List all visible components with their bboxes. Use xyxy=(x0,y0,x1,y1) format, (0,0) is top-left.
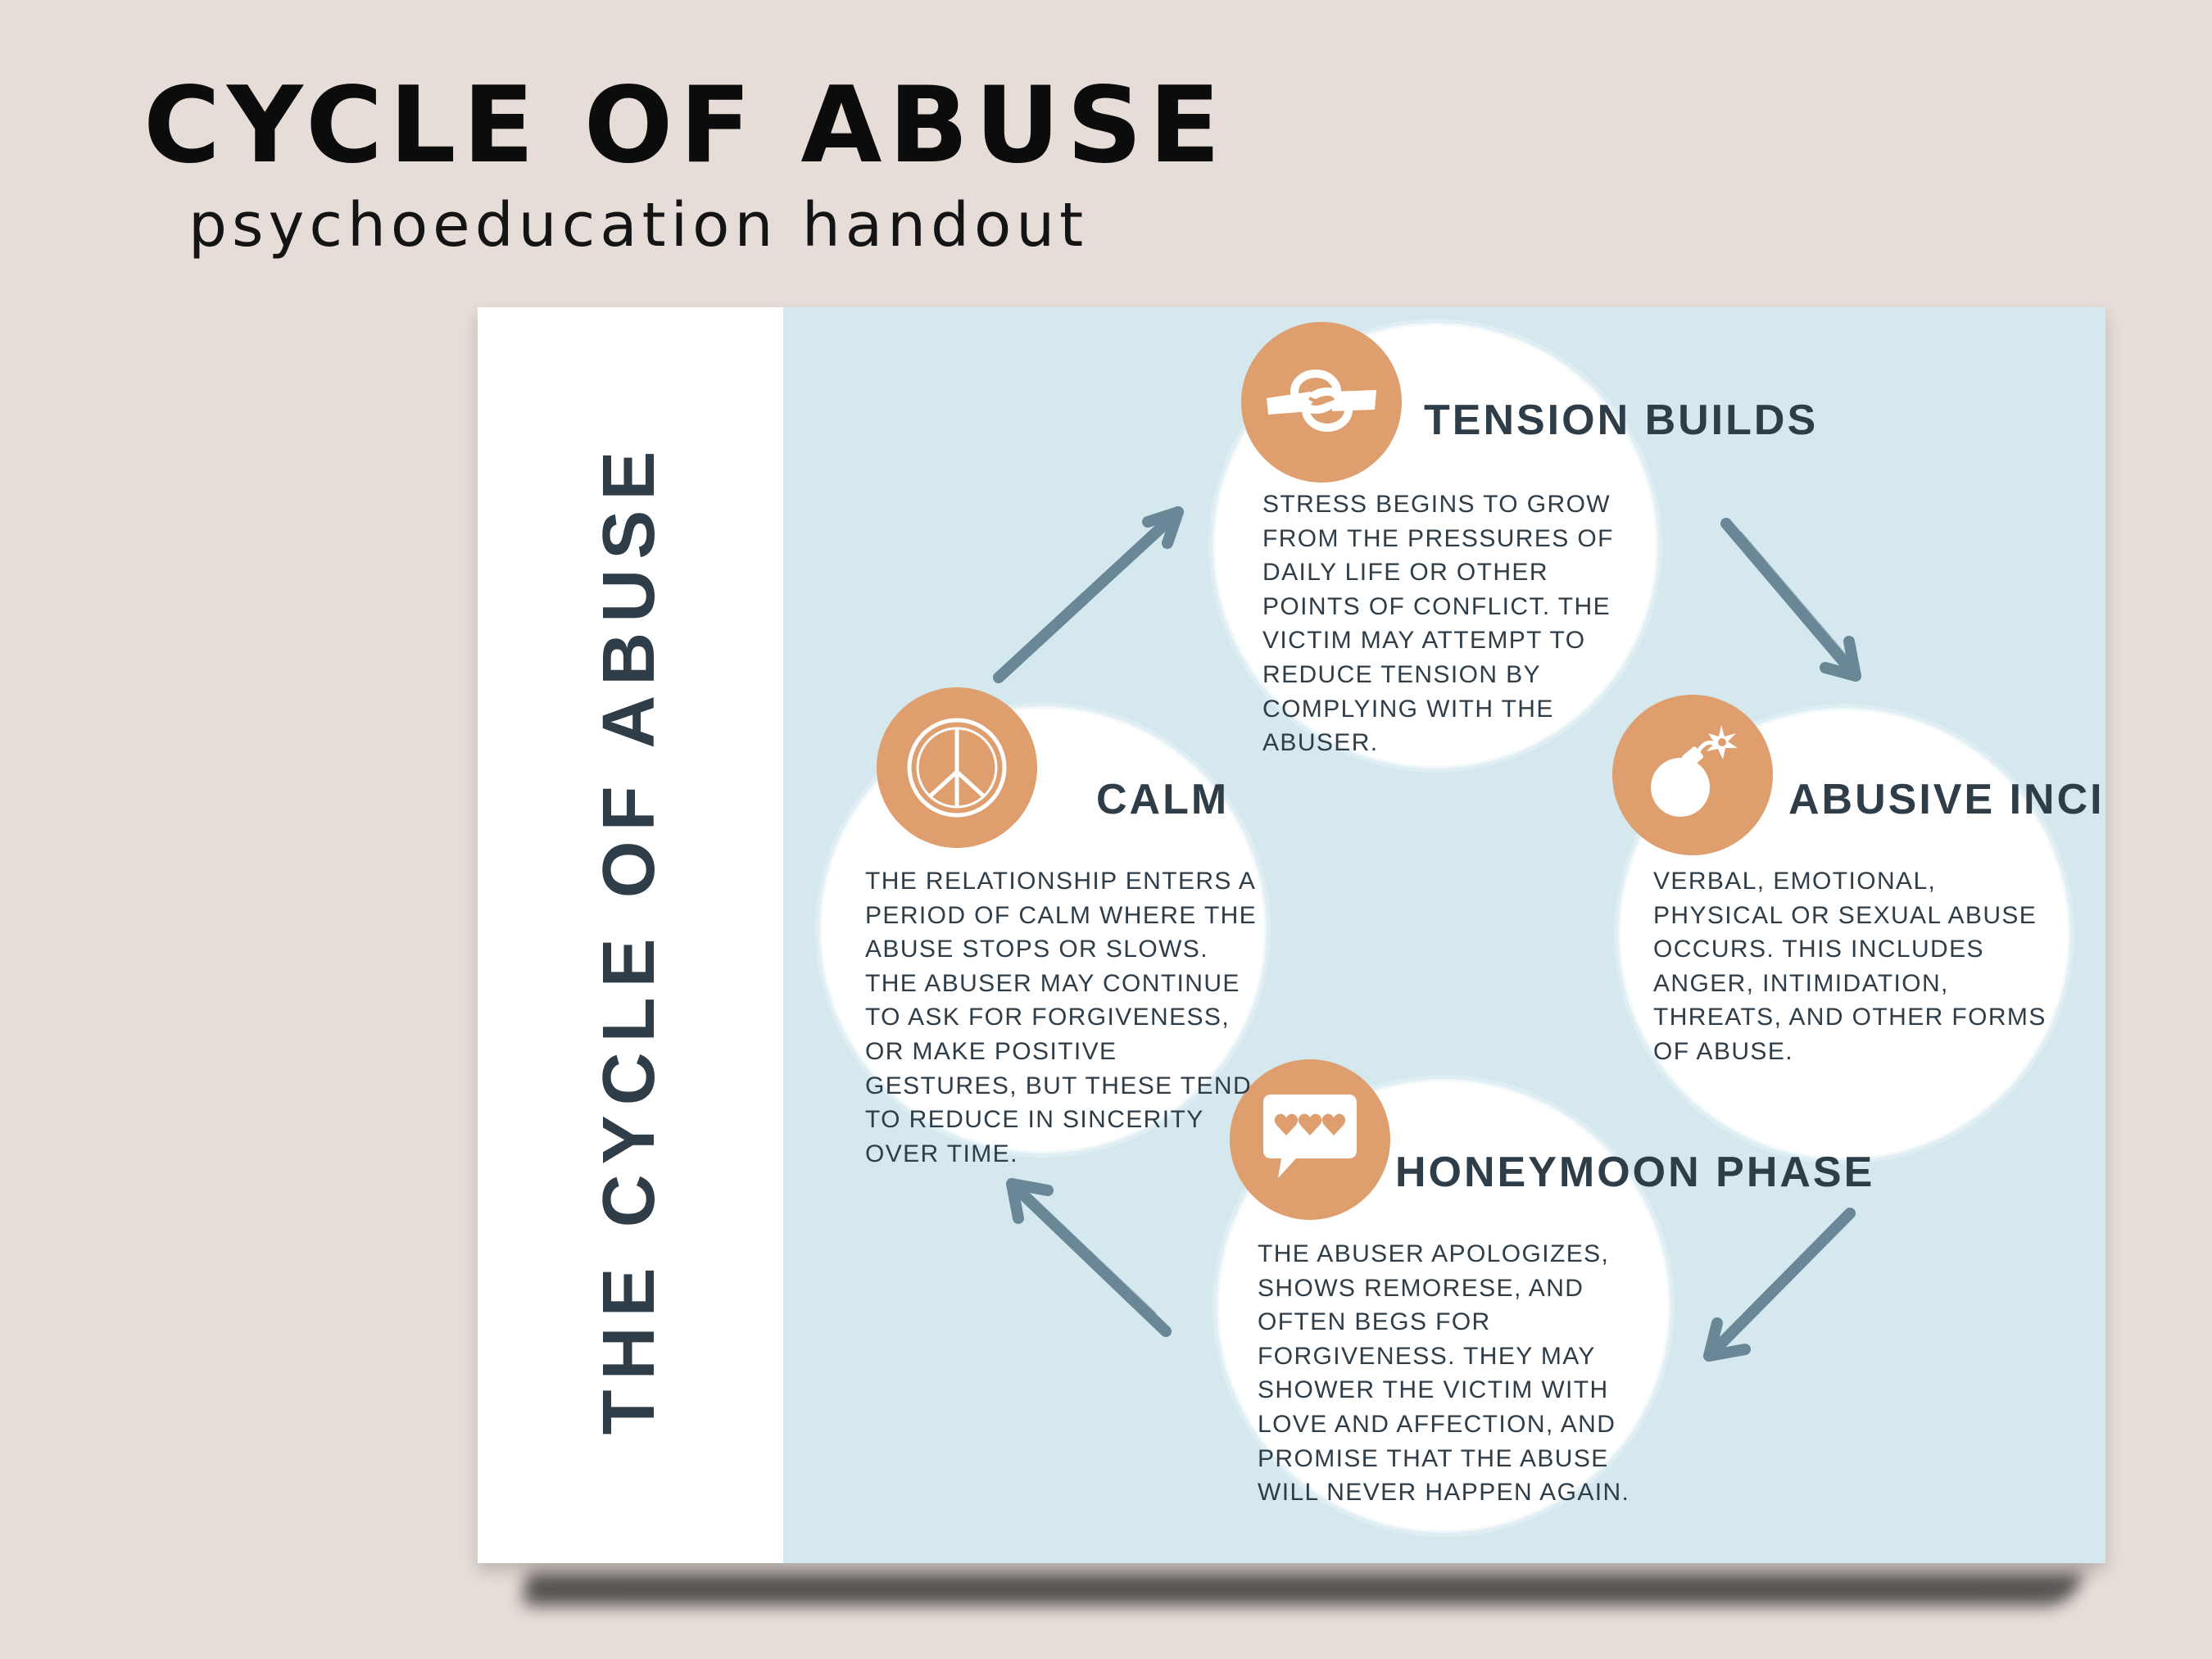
calm-body: THE RELATIONSHIP ENTERS A PERIOD OF CALM… xyxy=(865,868,1258,1167)
arrow-calm-to-tension xyxy=(993,506,1184,683)
tension-heading: TENSION BUILDS xyxy=(1424,397,1819,444)
incident-icon-badge xyxy=(1612,695,1773,855)
tension-body: STRESS BEGINS TO GROW FROM THE PRESSURES… xyxy=(1262,491,1614,757)
peace-icon xyxy=(907,718,1007,818)
incident-body: VERBAL, EMOTIONAL, PHYSICAL OR SEXUAL AB… xyxy=(1653,868,2047,1065)
arrow-tension-to-incident xyxy=(1720,518,1861,682)
sidebar-title: THE CYCLE OF ABUSE xyxy=(588,441,670,1435)
card-shadow xyxy=(522,1573,2083,1606)
calm-heading: CALM xyxy=(1096,776,1230,823)
honeymoon-body: THE ABUSER APOLOGIZES, SHOWS REMORESE, A… xyxy=(1258,1240,1630,1507)
page-subtitle: psychoeducation handout xyxy=(188,190,1089,261)
incident-heading: ABUSIVE INCIDENT xyxy=(1788,776,2105,823)
calm-icon-badge xyxy=(877,687,1037,848)
bomb-icon xyxy=(1651,725,1738,817)
honeymoon-icon-badge xyxy=(1230,1059,1390,1220)
tension-icon-badge xyxy=(1241,322,1402,483)
page-title: CYCLE OF ABUSE xyxy=(143,65,1227,187)
handout-card: THE CYCLE OF ABUSE TENSION BUILDS xyxy=(478,307,2105,1563)
hearts-message-icon xyxy=(1263,1095,1357,1178)
card-sidebar: THE CYCLE OF ABUSE xyxy=(478,307,783,1563)
knot-icon xyxy=(1267,369,1376,432)
honeymoon-heading: HONEYMOON PHASE xyxy=(1395,1149,1875,1196)
arrow-incident-to-honeymoon xyxy=(1703,1208,1856,1362)
arrow-honeymoon-to-calm xyxy=(1006,1178,1172,1337)
